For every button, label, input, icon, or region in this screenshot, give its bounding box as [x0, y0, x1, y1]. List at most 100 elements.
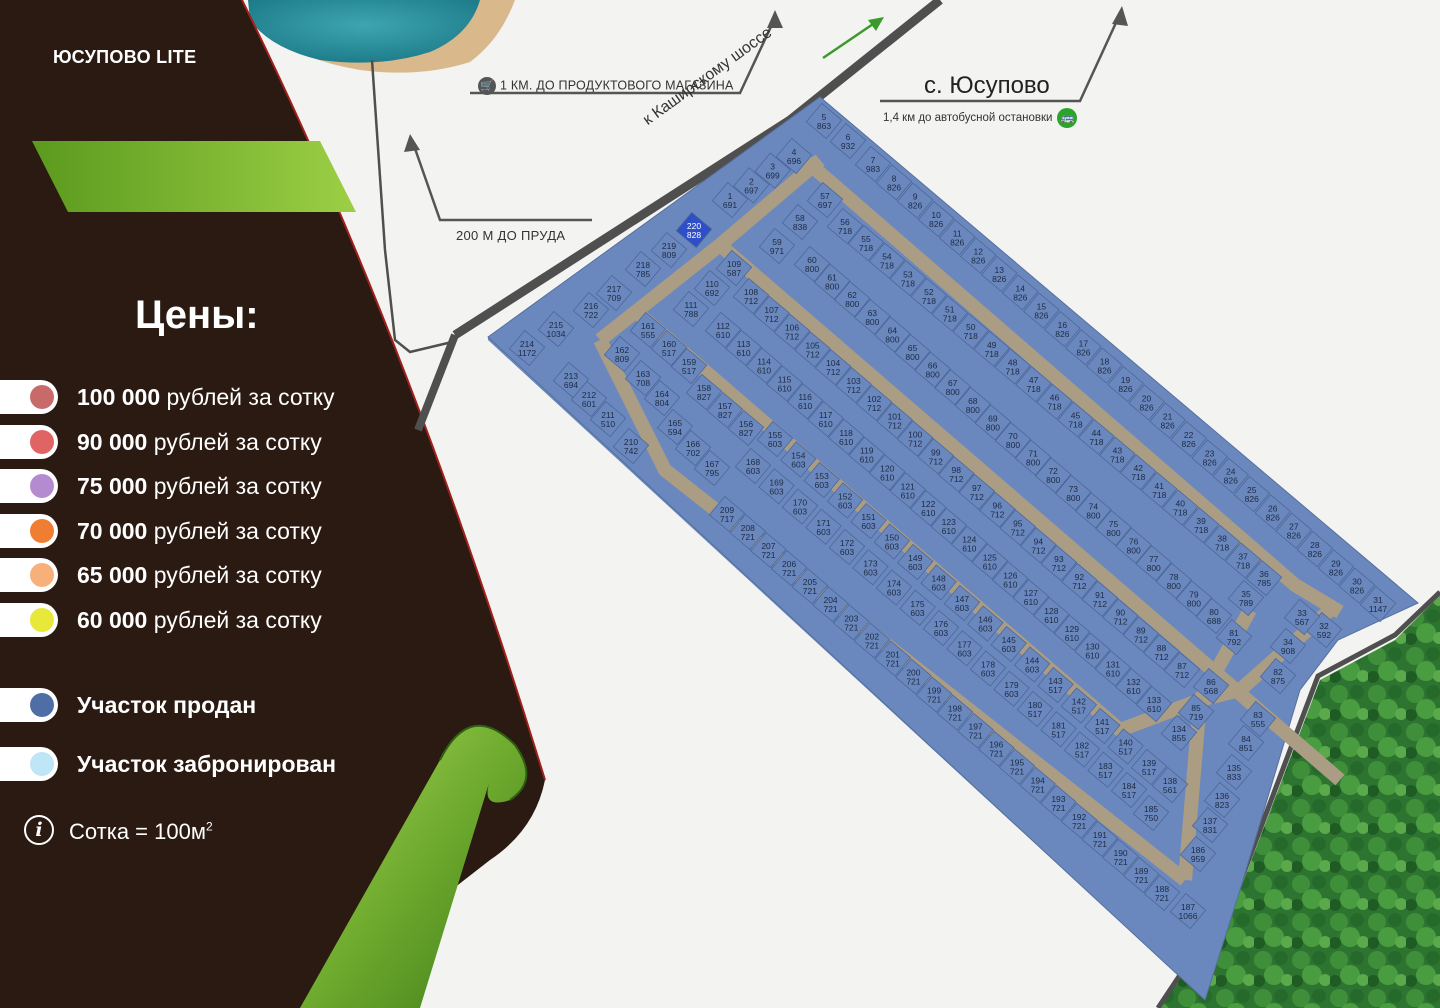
plot-shape[interactable]: [650, 329, 688, 367]
plot-shape[interactable]: [973, 330, 1010, 367]
plot-shape[interactable]: [1283, 598, 1321, 636]
plot-shape[interactable]: [930, 507, 967, 545]
plot-shape[interactable]: [943, 584, 981, 622]
plot-shape[interactable]: [829, 122, 867, 160]
plot-shape[interactable]: [848, 436, 885, 473]
plot-shape[interactable]: [814, 349, 852, 386]
plot-shape[interactable]: [794, 331, 831, 368]
plot-shape[interactable]: [656, 408, 694, 446]
plot-shape[interactable]: [806, 181, 844, 219]
plot-shape[interactable]: [1107, 728, 1144, 765]
plot-shape[interactable]: [938, 455, 975, 493]
plot-shape[interactable]: [917, 200, 955, 238]
plot-shape[interactable]: [873, 523, 911, 560]
plot-shape[interactable]: [508, 329, 546, 367]
plot-shape[interactable]: [1227, 724, 1265, 762]
plot-shape[interactable]: [1177, 693, 1215, 731]
plot-shape[interactable]: [1078, 418, 1115, 456]
plot-shape[interactable]: [826, 207, 864, 245]
plot-shape[interactable]: [1141, 471, 1178, 508]
plot-shape[interactable]: [807, 400, 844, 438]
plot-shape[interactable]: [733, 167, 770, 204]
plot-shape[interactable]: [931, 295, 969, 332]
plot-shape[interactable]: [1086, 347, 1123, 384]
plot-shape[interactable]: [1151, 766, 1189, 804]
plot-shape[interactable]: [1130, 748, 1168, 786]
plot-shape[interactable]: [1081, 820, 1119, 857]
plot-shape[interactable]: [1122, 616, 1160, 653]
plot-shape[interactable]: [889, 260, 927, 297]
plot-shape[interactable]: [1135, 685, 1173, 723]
plot-shape[interactable]: [1160, 714, 1198, 752]
plot-shape[interactable]: [910, 277, 948, 315]
plot-shape[interactable]: [990, 625, 1027, 663]
plot-shape[interactable]: [1212, 457, 1249, 494]
plot-shape[interactable]: [1033, 596, 1070, 634]
plot-shape[interactable]: [624, 250, 662, 288]
plot-shape[interactable]: [643, 379, 681, 417]
plot-shape[interactable]: [1259, 657, 1297, 695]
plot-shape[interactable]: [1317, 549, 1355, 586]
plot-shape[interactable]: [770, 550, 808, 587]
plot-shape[interactable]: [957, 712, 994, 749]
plot-shape[interactable]: [766, 365, 803, 402]
plot-shape[interactable]: [1149, 402, 1186, 439]
plot-shape[interactable]: [1074, 632, 1111, 669]
plot-shape[interactable]: [781, 203, 819, 241]
plot-shape[interactable]: [1115, 527, 1152, 564]
